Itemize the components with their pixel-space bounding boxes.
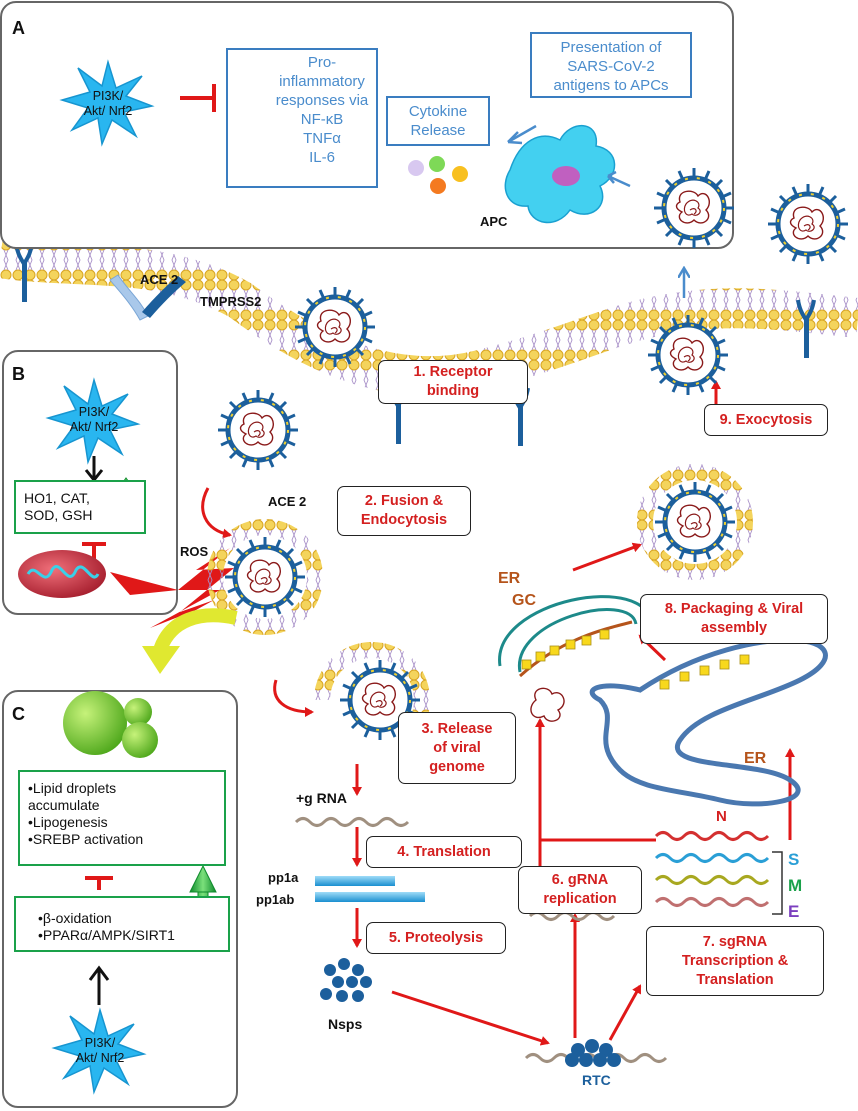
beta-oxidation-box: •β-oxidation •PPARα/AMPK/SIRT1 xyxy=(14,896,230,952)
pathway-label-a: PI3K/ Akt/ Nrf2 xyxy=(83,89,133,118)
er-label-mid: ER xyxy=(744,750,767,767)
ros-label: ROS xyxy=(180,544,209,559)
step-8-packaging-assembly: 8. Packaging & Viral assembly xyxy=(640,594,828,644)
e-label: E xyxy=(788,902,800,921)
pp1ab-label: pp1ab xyxy=(256,892,295,907)
panel-label-a: A xyxy=(12,18,25,38)
n-label: N xyxy=(716,808,727,825)
proinflammatory-box: Pro- inflammatory responses via NF-κB TN… xyxy=(226,48,378,188)
step-6-grna-replication: 6. gRNA replication xyxy=(518,866,642,914)
m-label: M xyxy=(788,876,803,895)
grna-label: +g RNA xyxy=(296,790,347,806)
lipid-accumulation-box: •Lipid droplets accumulate •Lipogenesis … xyxy=(18,770,226,866)
ace2-label-bottom: ACE 2 xyxy=(268,494,307,509)
rtc-label: RTC xyxy=(582,1072,611,1088)
panel-label-b: B xyxy=(12,364,25,384)
pathway-label-c: PI3K/ Akt/ Nrf2 xyxy=(75,1036,125,1065)
step-7-sgrna-transcription: 7. sgRNA Transcription & Translation xyxy=(646,926,824,996)
er-label-top: ER xyxy=(498,570,521,587)
gc-label: GC xyxy=(512,592,536,609)
s-label: S xyxy=(788,850,800,869)
nsps-label: Nsps xyxy=(328,1016,363,1032)
apc-label: APC xyxy=(480,214,508,229)
antioxidant-box: HO1, CAT, SOD, GSH xyxy=(14,480,146,534)
panel-label-c: C xyxy=(12,704,25,724)
antigen-presentation-box: Presentation of SARS-CoV-2 antigens to A… xyxy=(530,32,692,98)
step-5-proteolysis: 5. Proteolysis xyxy=(366,922,506,954)
pp1a-label: pp1a xyxy=(268,870,299,885)
cytokine-release-box: Cytokine Release xyxy=(386,96,490,146)
step-3-release-genome: 3. Release of viral genome xyxy=(398,712,516,784)
step-4-translation: 4. Translation xyxy=(366,836,522,868)
step-2-fusion-endocytosis: 2. Fusion & Endocytosis xyxy=(337,486,471,536)
step-9-exocytosis: 9. Exocytosis xyxy=(704,404,828,436)
ace2-label-top: ACE 2 xyxy=(140,272,179,287)
pathway-label-b: PI3K/ Akt/ Nrf2 xyxy=(69,405,119,434)
tmprss2-label: TMPRSS2 xyxy=(200,294,262,309)
step-1-receptor-binding: 1. Receptor binding xyxy=(378,360,528,404)
